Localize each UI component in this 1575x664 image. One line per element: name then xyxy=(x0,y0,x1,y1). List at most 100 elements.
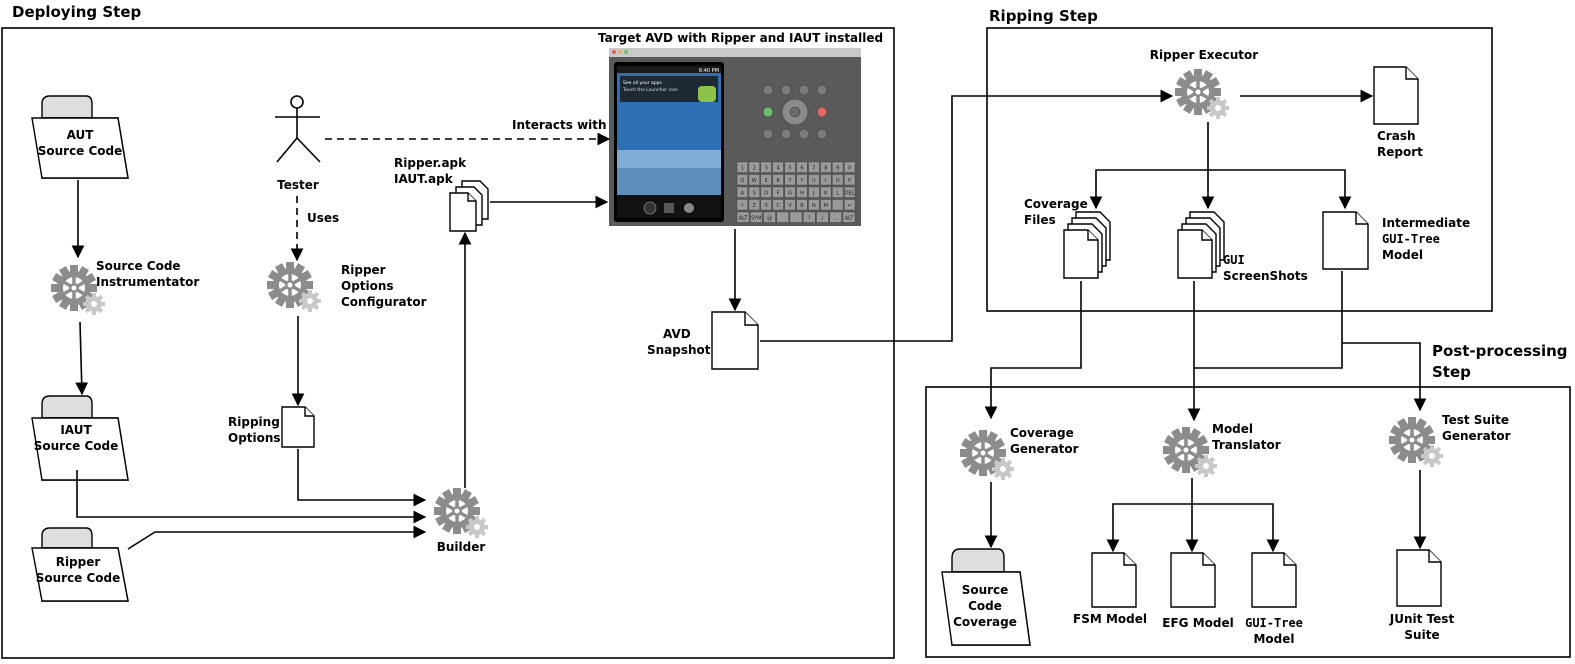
keyboard-key-label: N xyxy=(812,203,816,209)
gui-screenshots-line1: GUI xyxy=(1223,253,1245,267)
keyboard-key xyxy=(784,161,796,173)
keyboard-key-label: C xyxy=(776,203,780,209)
keyboard-key-label: SYM xyxy=(751,216,762,222)
keyboard-key-label: . xyxy=(837,203,839,209)
keyboard-key-label: @ xyxy=(767,216,772,222)
iaut-source-code-folder: IAUT Source Code xyxy=(31,395,129,481)
intermediate-line2: GUI-Tree xyxy=(1382,232,1440,246)
coverage-generator-line2: Generator xyxy=(1010,442,1079,456)
keyboard-key xyxy=(832,174,844,186)
keyboard-key xyxy=(748,174,760,186)
keyboard-key xyxy=(736,174,748,186)
fsm-model-label: FSM Model xyxy=(1073,612,1147,626)
keyboard-key-label: ALT xyxy=(845,216,855,222)
keyboard-key-label: I xyxy=(825,178,826,184)
notification-title: See all your apps xyxy=(623,80,663,86)
coverage-files-document-icon xyxy=(1063,211,1111,279)
keyboard-key-label: 4 xyxy=(777,166,780,172)
junit-suite-line2: Suite xyxy=(1404,628,1439,642)
aut-label-line1: AUT xyxy=(67,128,95,142)
keyboard-key-label: J xyxy=(812,191,814,197)
avd-snapshot-line2: Snapshot xyxy=(647,343,711,357)
configurator-label-line2: Options xyxy=(341,279,394,293)
keyboard-key-label: F xyxy=(777,191,780,197)
ripping-options-document-icon xyxy=(281,406,315,448)
keyboard-key xyxy=(844,174,856,186)
deploying-step-title: Deploying Step xyxy=(12,3,142,21)
aut-label-line2: Source Code xyxy=(38,144,123,158)
test-suite-gen-line2: Generator xyxy=(1442,429,1511,443)
ripping-options-line1: Ripping xyxy=(228,415,280,429)
keyboard-key-label: ↵ xyxy=(848,203,852,209)
efg-model-document-icon xyxy=(1170,552,1216,608)
keyboard-key xyxy=(760,161,772,173)
keyboard-key xyxy=(796,174,808,186)
apk-documents-icon xyxy=(449,180,489,232)
keyboard-key xyxy=(736,211,750,223)
keyboard-key-label: O xyxy=(836,178,840,184)
keyboard-key xyxy=(820,199,832,211)
configurator-label-line1: Ripper xyxy=(341,263,386,277)
intermediate-line1: Intermediate xyxy=(1382,216,1470,230)
gui-screenshots-line2: ScreenShots xyxy=(1223,269,1308,283)
efg-model-label: EFG Model xyxy=(1162,616,1233,630)
ripping-options-line2: Options xyxy=(228,431,281,445)
keyboard-key xyxy=(820,161,832,173)
options-configurator-gear-icon xyxy=(265,260,323,314)
keyboard-key xyxy=(772,199,784,211)
keyboard-key-label: ALT xyxy=(739,216,749,222)
coverage-files-line2: Files xyxy=(1024,213,1056,227)
keyboard-key xyxy=(750,211,763,223)
keyboard-key-label: W xyxy=(752,178,757,184)
keyboard-key-label: U xyxy=(812,178,816,184)
fsm-model-document-icon xyxy=(1091,552,1137,608)
interacts-with-label: Interacts with xyxy=(512,118,607,132)
keyboard-key-label: A xyxy=(741,191,745,197)
keyboard-key xyxy=(808,174,820,186)
keyboard-key xyxy=(772,174,784,186)
gui-tree-model-line2: Model xyxy=(1253,632,1294,646)
screenshot-title: Target AVD with Ripper and IAUT installe… xyxy=(598,31,883,45)
junit-suite-document-icon xyxy=(1396,549,1442,607)
keyboard-key xyxy=(808,161,820,173)
post-processing-title-line2: Step xyxy=(1432,363,1471,381)
crash-report-line2: Report xyxy=(1377,145,1423,159)
apk-label-line1: Ripper.apk xyxy=(394,156,467,170)
post-processing-step-region: Post-processing Step xyxy=(925,342,1571,658)
keyboard-key-label: 2 xyxy=(753,166,756,172)
post-processing-title-line1: Post-processing xyxy=(1432,342,1568,360)
gui-tree-model-document-icon xyxy=(1251,552,1297,608)
uses-label: Uses xyxy=(307,211,339,225)
coverage-folder-line2: Code xyxy=(968,599,1002,613)
keyboard-key xyxy=(832,186,844,198)
keyboard-key xyxy=(736,199,748,211)
connectors xyxy=(71,89,1427,553)
notification-text: Touch the Launcher icon xyxy=(622,87,678,93)
keyboard-key-label: K xyxy=(824,191,828,197)
keyboard-key-label: P xyxy=(848,178,851,184)
model-translator-gear-icon xyxy=(1161,425,1219,479)
keyboard-key xyxy=(760,186,772,198)
keyboard-key-label: Q xyxy=(740,178,744,184)
keyboard-key xyxy=(803,211,816,223)
ripper-label-line2: Source Code xyxy=(36,571,121,585)
configurator-label-line3: Configurator xyxy=(341,295,427,309)
keyboard-key-label: 3 xyxy=(765,166,768,172)
launcher-grid-icon xyxy=(664,203,674,213)
ripping-step-title: Ripping Step xyxy=(989,7,1098,25)
keyboard-key xyxy=(748,199,760,211)
keyboard-key xyxy=(796,199,808,211)
keyboard-key-label: D xyxy=(764,191,768,197)
keyboard-key xyxy=(784,174,796,186)
keyboard-key xyxy=(784,199,796,211)
emulator-controls xyxy=(762,84,828,140)
phone-call-icon xyxy=(643,201,657,215)
keyboard-key xyxy=(789,211,803,223)
apk-label-line2: IAUT.apk xyxy=(394,172,454,186)
keyboard-key xyxy=(842,211,856,223)
android-robot-icon xyxy=(698,86,716,102)
crash-report-document-icon xyxy=(1373,66,1419,125)
keyboard-key-label: G xyxy=(788,191,792,197)
keyboard-key-label: X xyxy=(764,203,768,209)
keyboard-key xyxy=(829,211,842,223)
